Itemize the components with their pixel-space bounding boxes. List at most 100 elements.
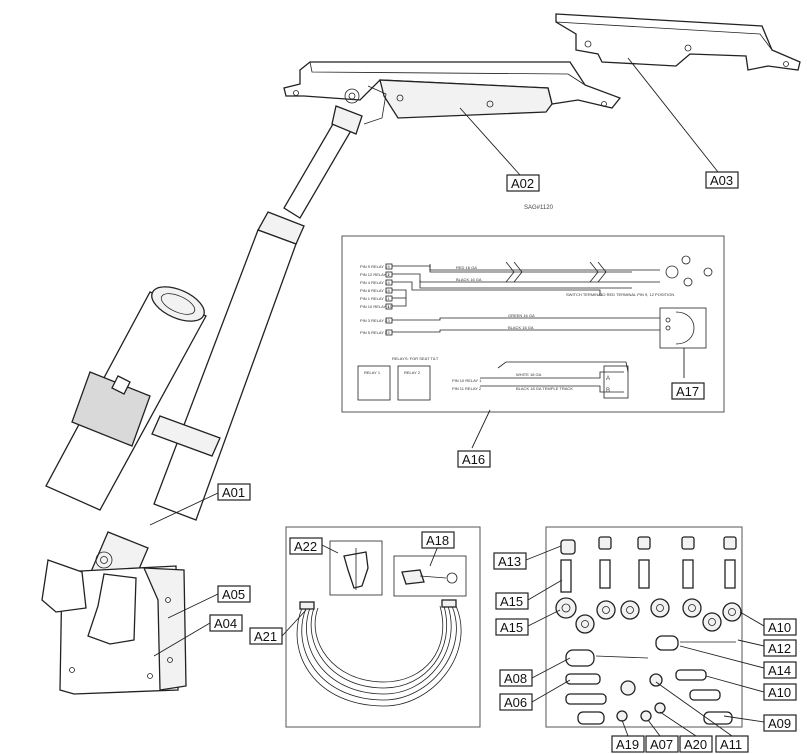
spacers-a12-a14	[565, 635, 736, 667]
mount-plate-a04-a05	[41, 559, 187, 695]
pin-number: 5	[388, 330, 391, 335]
clip-a22	[329, 540, 383, 596]
svg-text:A22: A22	[294, 539, 317, 554]
long-bolts	[565, 669, 721, 705]
pin-number: 4	[388, 280, 391, 285]
callout-a04: A04	[209, 614, 243, 632]
fitting-a18	[393, 555, 467, 597]
wire-label: WHITE 18 GA	[516, 372, 542, 377]
svg-text:A10: A10	[768, 685, 791, 700]
pin-label: PIN 11 RELAY 2	[452, 386, 482, 391]
actuator-a01	[45, 105, 363, 591]
callout-a13: A13	[493, 552, 527, 570]
svg-text:A18: A18	[426, 533, 449, 548]
bolts-a15	[560, 559, 736, 593]
terminal-b: B	[606, 388, 610, 394]
svg-text:A09: A09	[768, 716, 791, 731]
leader-lines	[149, 57, 765, 737]
wire-bundle: RED 16 GA BLACK 16 GA SWITCH TERMINAL GR…	[392, 261, 660, 333]
svg-text:A06: A06	[504, 695, 527, 710]
svg-text:A12: A12	[768, 641, 791, 656]
relay-label: RELAY 2	[404, 370, 421, 375]
callout-a16: A16	[457, 450, 491, 468]
callout-a10-bottom: A10	[763, 683, 797, 701]
hardware-kit-box	[545, 526, 743, 728]
callout-a09: A09	[763, 714, 797, 732]
callout-a15-top: A15	[495, 592, 529, 610]
pin-number: 2	[388, 272, 391, 277]
callout-a07: A07	[645, 735, 679, 753]
svg-text:A04: A04	[214, 616, 237, 631]
callout-a01: A01	[217, 483, 251, 501]
wire-label: BLACK 18 GA TEMPLE TRACK	[516, 386, 573, 391]
wire-label: BLACK 16 GA	[508, 325, 534, 330]
callout-a19: A19	[611, 735, 645, 753]
pin-label: PIN 1 RELAY 1	[360, 296, 388, 301]
callout-a11: A11	[715, 735, 749, 753]
callout-a20: A20	[679, 735, 713, 753]
callout-a18: A18	[421, 531, 455, 549]
pin-number: 10	[388, 304, 393, 309]
svg-text:A03: A03	[710, 173, 733, 188]
callout-a14: A14	[763, 661, 797, 679]
wire-label: BLACK 16 GA	[456, 277, 482, 282]
key-note: TO RED TERMINAL PIN 9, 12 POSITION	[600, 292, 674, 297]
harness-kit-box	[285, 526, 481, 728]
wire-label: SWITCH TERMINAL	[566, 292, 604, 297]
wiring-diagram-a16: PIN 9 RELAY 1 PIN 12 RELAY 1 PIN 4 RELAY…	[341, 235, 725, 413]
svg-text:A07: A07	[650, 737, 673, 752]
pin-number: 9	[388, 264, 391, 269]
callout-a17: A17	[671, 382, 705, 400]
pin-label: PIN 12 RELAY 1	[360, 272, 390, 277]
svg-text:A20: A20	[684, 737, 707, 752]
wiring-pin-column: PIN 9 RELAY 1 PIN 12 RELAY 1 PIN 4 RELAY…	[360, 264, 390, 335]
svg-text:A19: A19	[616, 737, 639, 752]
svg-text:A14: A14	[768, 663, 791, 678]
svg-text:A11: A11	[720, 737, 742, 752]
pin-label: PIN 10 RELAY 1	[360, 304, 390, 309]
callout-a05: A05	[217, 585, 251, 603]
bracket-a02	[283, 61, 622, 125]
caps-a13	[560, 536, 737, 555]
relay-label: RELAY 1	[364, 370, 381, 375]
svg-text:A15: A15	[500, 594, 523, 609]
svg-text:A10: A10	[768, 620, 791, 635]
pin-label: PIN 8 RELAY 1	[360, 288, 388, 293]
terminal-a: A	[606, 376, 610, 382]
callout-a15-bottom: A15	[495, 618, 529, 636]
bottom-wiring: PIN 10 RELAY 1 PIN 11 RELAY 2 A B WHITE …	[452, 361, 629, 399]
svg-text:A16: A16	[462, 452, 485, 467]
nuts-row	[555, 597, 742, 634]
key-switch: TO RED TERMINAL PIN 9, 12 POSITION	[600, 255, 713, 297]
callout-a02: A02	[506, 174, 540, 192]
callout-a08: A08	[499, 669, 533, 687]
svg-text:A02: A02	[511, 176, 534, 191]
pin-label: PIN 3 RELAY 2	[360, 318, 388, 323]
wiring-pin-number-column: 9 2 4 8 1 10 3 5	[385, 263, 393, 336]
callout-a21: A21	[249, 627, 283, 645]
pin-number: 8	[388, 288, 391, 293]
pin-label: PIN 9 RELAY 1	[360, 264, 388, 269]
callout-a12: A12	[763, 639, 797, 657]
relays: RELAYS: FOR SEAT TILT RELAY 1 RELAY 2	[357, 356, 439, 401]
pin-label: PIN 10 RELAY 1	[452, 378, 482, 383]
svg-text:A15: A15	[500, 620, 523, 635]
svg-text:A21: A21	[254, 629, 277, 644]
svg-text:A13: A13	[498, 554, 521, 569]
svg-text:A08: A08	[504, 671, 527, 686]
svg-text:A05: A05	[222, 587, 245, 602]
callout-a03: A03	[705, 171, 739, 189]
callout-a10-top: A10	[763, 618, 797, 636]
callout-tags: A02 A03 A17 A16 A01 A05 A04 A21 A22 A18 …	[209, 171, 797, 753]
callout-a22: A22	[289, 537, 323, 555]
callout-a06: A06	[499, 693, 533, 711]
svg-text:A17: A17	[676, 384, 699, 399]
relay-note: RELAYS: FOR SEAT TILT	[392, 356, 439, 361]
wire-label: GREEN 16 GA	[508, 313, 535, 318]
bracket-a03	[555, 13, 801, 71]
pin-label: PIN 4 RELAY 1	[360, 280, 388, 285]
svg-text:A01: A01	[222, 485, 245, 500]
drawing-id: SAG#1120	[524, 205, 554, 211]
pin-number: 1	[388, 296, 391, 301]
